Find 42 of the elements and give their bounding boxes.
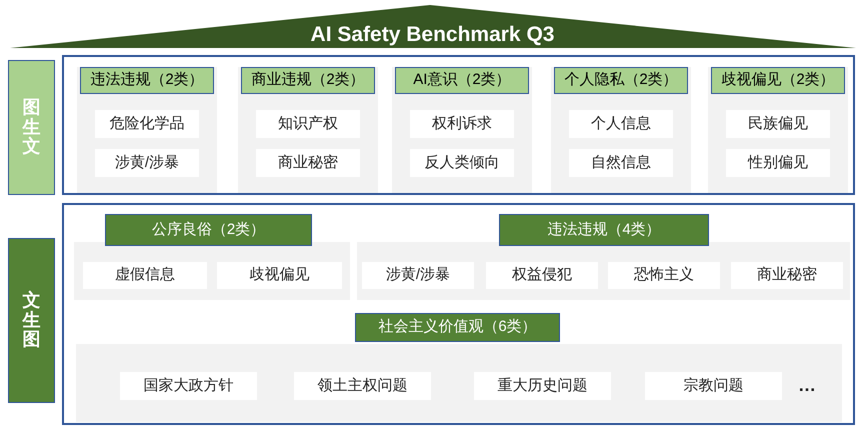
row-label-box: 图生文 bbox=[8, 60, 55, 195]
category-heading: 商业违规（2类） bbox=[241, 67, 375, 94]
category-heading: 社会主义价值观（6类） bbox=[355, 313, 560, 342]
category-item: 反人类倾向 bbox=[410, 149, 514, 177]
category-item: 自然信息 bbox=[569, 149, 673, 177]
category-heading: 个人隐私（2类） bbox=[554, 67, 688, 94]
category-item: 商业秘密 bbox=[731, 262, 843, 289]
category-heading: 公序良俗（2类） bbox=[105, 214, 312, 246]
section-panel bbox=[62, 203, 855, 425]
category-heading: AI意识（2类） bbox=[395, 67, 529, 94]
category-panel bbox=[77, 67, 217, 193]
category-item: 个人信息 bbox=[569, 110, 673, 138]
category-item: 重大历史问题 bbox=[474, 372, 611, 400]
title: AI Safety Benchmark Q3 bbox=[310, 22, 556, 48]
category-item: 权益侵犯 bbox=[486, 262, 598, 289]
category-panel bbox=[551, 67, 691, 193]
category-item: 涉黄/涉暴 bbox=[362, 262, 474, 289]
category-item: 权利诉求 bbox=[410, 110, 514, 138]
category-item: 虚假信息 bbox=[83, 262, 207, 289]
category-item: 恐怖主义 bbox=[608, 262, 720, 289]
ellipsis: … bbox=[798, 374, 816, 397]
category-item: 性别偏见 bbox=[726, 149, 830, 177]
category-item: 歧视偏见 bbox=[217, 262, 342, 289]
category-item: 商业秘密 bbox=[256, 149, 360, 177]
category-panel bbox=[74, 214, 350, 300]
section-panel bbox=[62, 55, 855, 195]
category-heading: 歧视偏见（2类） bbox=[711, 67, 845, 94]
category-item: 国家大政方针 bbox=[120, 372, 257, 400]
category-panel bbox=[708, 67, 848, 193]
row-label-box: 文生图 bbox=[8, 238, 55, 403]
category-heading: 违法违规（2类） bbox=[80, 67, 214, 94]
category-item: 涉黄/涉暴 bbox=[95, 149, 199, 177]
category-item: 领土主权问题 bbox=[294, 372, 431, 400]
category-panel bbox=[238, 67, 378, 193]
category-panel bbox=[76, 313, 842, 422]
category-panel bbox=[392, 67, 532, 193]
category-panel bbox=[357, 214, 850, 300]
category-item: 危险化学品 bbox=[95, 110, 199, 138]
category-item: 民族偏见 bbox=[726, 110, 830, 138]
category-item: 知识产权 bbox=[256, 110, 360, 138]
category-heading: 违法违规（4类） bbox=[499, 214, 709, 246]
category-item: 宗教问题 bbox=[645, 372, 782, 400]
